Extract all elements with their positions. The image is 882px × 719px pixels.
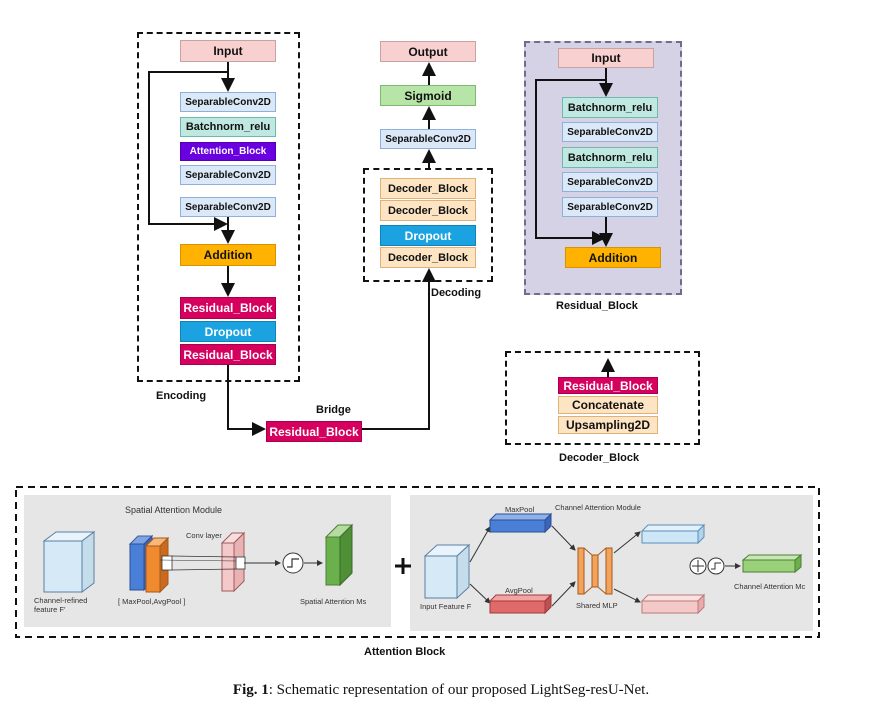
residual-block-title: Residual_Block (556, 300, 638, 312)
encoding-addition: Addition (180, 244, 276, 266)
figure-number: Fig. 1 (232, 682, 269, 698)
decoding-dropout: Dropout (380, 225, 476, 246)
residual-separableconv-3: SeparableConv2D (562, 197, 658, 217)
channel-mlp-label: Shared MLP (576, 601, 618, 610)
spatial-pool-label: [ MaxPool,AvgPool ] (118, 597, 186, 606)
channel-input-cube (423, 543, 471, 600)
channel-title: Channel Attention Module (555, 503, 641, 512)
encoding-separableconv-1: SeparableConv2D (180, 92, 276, 112)
residual-batchnorm-relu-2: Batchnorm_relu (562, 147, 658, 168)
attention-title: Attention Block (364, 646, 446, 658)
channel-avgpool-bar (488, 593, 553, 615)
channel-output-label: Channel Attention Mc (734, 582, 806, 591)
spatial-output-label: Spatial Attention Ms (300, 597, 367, 606)
spatial-output-map (324, 523, 354, 587)
decoding-sigmoid: Sigmoid (380, 85, 476, 106)
encoding-separableconv-3: SeparableConv2D (180, 197, 276, 217)
encoding-dropout: Dropout (180, 321, 276, 342)
decoder-concatenate: Concatenate (558, 396, 658, 414)
encoding-title: Encoding (156, 390, 207, 402)
channel-attention-output (741, 553, 803, 574)
residual-arrows (535, 68, 613, 247)
encoding-attention-block: Attention_Block (180, 142, 276, 161)
spatial-title: Spatial Attention Module (125, 505, 223, 515)
encoding-batchnorm-relu: Batchnorm_relu (180, 117, 276, 137)
channel-maxpool-bar (488, 512, 553, 534)
decoder-block-title: Decoder_Block (559, 452, 640, 464)
channel-sum-sigmoid-icon (689, 557, 741, 575)
channel-mlp-out-bottom (640, 593, 706, 615)
encoding-residual-block-2: Residual_Block (180, 344, 276, 365)
spatial-sigmoid-icon (282, 552, 323, 574)
decoding-title: Decoding (431, 287, 482, 299)
spatial-conv-layer (159, 531, 281, 593)
figure-caption: Fig. 1: Schematic representation of our … (0, 682, 882, 699)
spatial-input-cube (42, 531, 96, 593)
spatial-pool-maps (128, 534, 173, 594)
decoder-block-frame (505, 351, 700, 445)
residual-batchnorm-relu-1: Batchnorm_relu (562, 97, 658, 118)
encoding-residual-block-1: Residual_Block (180, 297, 276, 319)
plus-symbol (395, 558, 411, 574)
residual-input: Input (558, 48, 654, 68)
decoding-decoder-block-1: Decoder_Block (380, 178, 476, 199)
decoding-decoder-block-2: Decoder_Block (380, 200, 476, 221)
decoding-separableconv: SeparableConv2D (380, 129, 476, 149)
channel-maxpool-label: MaxPool (505, 505, 535, 514)
bridge-title: Bridge (316, 404, 351, 416)
spatial-input-label: Channel-refined feature F′ (34, 596, 88, 614)
encoding-frame (137, 32, 300, 382)
bridge-residual-block: Residual_Block (266, 421, 362, 442)
channel-input-label: Input Feature F (420, 602, 472, 611)
encoding-arrows (148, 62, 436, 436)
channel-mlp-out-top (640, 523, 706, 545)
decoder-upsampling2d: Upsampling2D (558, 416, 658, 434)
spatial-conv-layer-label: Conv layer (186, 531, 222, 540)
decoding-decoder-block-3: Decoder_Block (380, 247, 476, 268)
residual-addition: Addition (565, 247, 661, 268)
residual-separableconv-1: SeparableConv2D (562, 122, 658, 142)
decoder-residual-block: Residual_Block (558, 377, 658, 394)
figure-caption-text: : Schematic representation of our propos… (268, 682, 650, 698)
channel-avgpool-label: AvgPool (505, 586, 533, 595)
channel-shared-mlp (577, 547, 613, 595)
encoding-input: Input (180, 40, 276, 62)
residual-separableconv-2: SeparableConv2D (562, 172, 658, 192)
encoding-separableconv-2: SeparableConv2D (180, 165, 276, 185)
decoding-output: Output (380, 41, 476, 62)
